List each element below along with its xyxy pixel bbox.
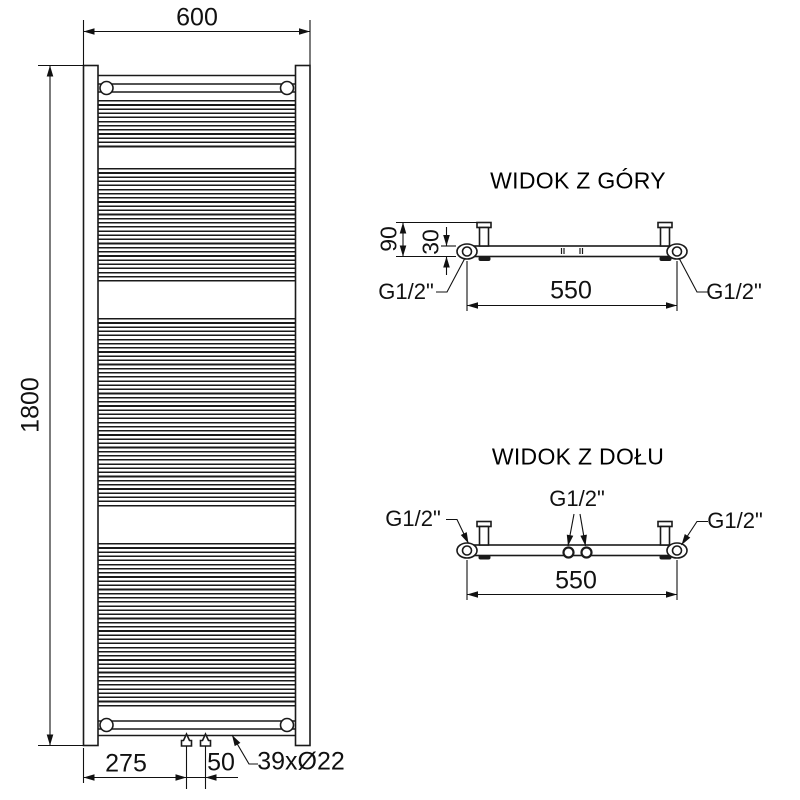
bottom-center-connection-1 — [562, 546, 575, 559]
bottom-view-dimensions — [446, 513, 708, 600]
top-thread-right-label: G1/2" — [706, 279, 762, 304]
top-view-linework — [456, 221, 688, 261]
front-left-collector — [82, 64, 99, 747]
top-thread-leader-left — [436, 258, 465, 293]
front-tube-section-3 — [98, 318, 296, 507]
top-thread-leader-right — [679, 258, 708, 293]
bottom-center-leader-2 — [579, 513, 587, 547]
dim-valve-offset-label: 275 — [105, 749, 147, 778]
front-view-linework — [82, 64, 311, 747]
front-bracket-top-left — [99, 80, 114, 96]
front-tube-section-1 — [98, 100, 296, 148]
tube-count-leader — [231, 734, 258, 765]
tube-count-label: 39xØ22 — [257, 747, 345, 776]
bottom-thread-center-label: G1/2" — [549, 486, 605, 511]
front-bracket-bottom-right — [279, 717, 295, 733]
front-valve-connection-1 — [180, 732, 193, 747]
front-tube-section-4 — [98, 543, 296, 707]
bottom-thread-right-label: G1/2" — [707, 508, 763, 533]
bottom-center-connection-2 — [580, 546, 593, 559]
top-view-title: WIDOK Z GÓRY — [490, 167, 666, 194]
front-tube-section-2 — [98, 168, 296, 282]
top-span-label: 550 — [550, 276, 592, 305]
top-thread-left-label: G1/2" — [378, 279, 434, 304]
dim-tube-depth-label: 30 — [417, 229, 444, 255]
front-view-dimensions — [38, 20, 311, 789]
bottom-thread-leader-left — [446, 518, 469, 544]
dim-height-label: 1800 — [16, 377, 45, 433]
bottom-center-leader-1 — [566, 513, 575, 547]
front-bracket-bottom-left — [99, 717, 114, 733]
front-bracket-top-right — [279, 80, 295, 96]
bottom-thread-leader-right — [681, 520, 708, 546]
front-valve-connection-2 — [199, 732, 212, 747]
front-right-collector — [294, 64, 311, 747]
dim-valve-spacing-label: 50 — [207, 748, 235, 777]
dim-depth-label: 90 — [375, 226, 402, 252]
top-view-tube — [463, 245, 681, 258]
bottom-span-label: 550 — [555, 566, 597, 595]
top-view-dimensions — [396, 221, 708, 311]
bottom-view-title: WIDOK Z DOŁU — [491, 443, 665, 470]
bottom-thread-left-label: G1/2" — [385, 506, 441, 531]
dim-width-label: 600 — [176, 3, 218, 32]
